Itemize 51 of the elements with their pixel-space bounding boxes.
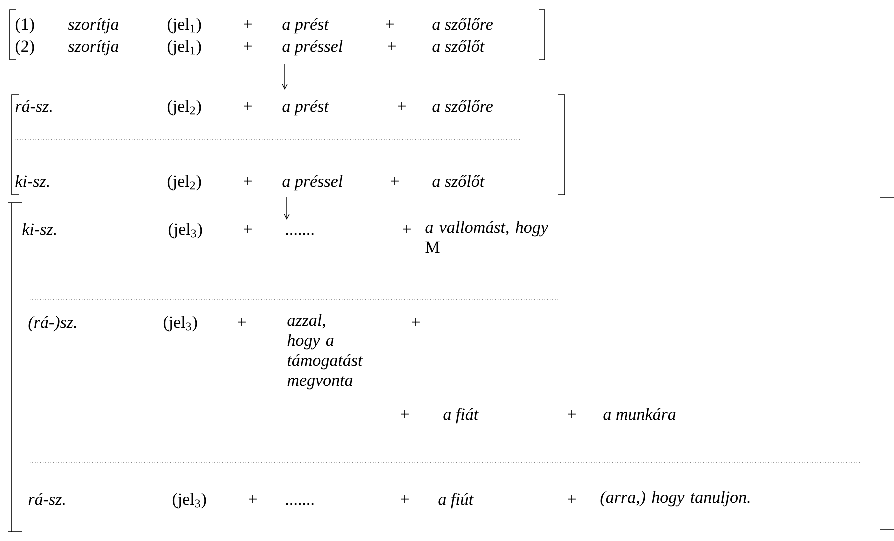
word: a préssel	[282, 40, 343, 56]
symbol: (jel$_{3}$)	[172, 493, 206, 509]
word: ki-sz.	[22, 223, 56, 236]
arrow	[284, 197, 290, 220]
symbol: (jel$_{1}$)	[168, 40, 202, 56]
word: szorítja	[68, 40, 119, 56]
number: (1)	[16, 18, 34, 34]
plus-sign: +	[238, 318, 246, 326]
symbol: (jel$_{3}$)	[168, 223, 202, 239]
word: a szőlőt	[432, 175, 485, 188]
symbol: (jel$_{2}$)	[168, 175, 202, 191]
symbol: (jel$_{3}$)	[164, 316, 198, 332]
word: (rá-)sz.	[28, 316, 76, 332]
plus-sign: +	[249, 495, 257, 504]
word: szorítja	[68, 18, 119, 34]
plus-sign: +	[388, 42, 396, 50]
plus-sign: +	[401, 410, 409, 418]
plus-sign: +	[412, 318, 420, 326]
plus-sign: +	[398, 102, 406, 110]
plus-sign: +	[244, 20, 252, 28]
word: rá-sz.	[16, 100, 52, 112]
symbol: (jel$_{2}$)	[168, 100, 202, 116]
word: rá-sz.	[28, 493, 65, 506]
word: a munkára	[604, 408, 676, 420]
phrase: (arra,) hogy tanuljon.	[600, 491, 750, 507]
symbol: (jel$_{1}$)	[168, 18, 202, 34]
word: a szőlőre	[432, 100, 494, 112]
phrase: a vallomást, hogy M	[426, 221, 548, 254]
word: a fiát	[444, 408, 479, 424]
plus-sign: +	[391, 177, 399, 186]
word: ki-sz.	[16, 175, 50, 188]
word: a szőlőre	[432, 18, 494, 30]
plus-sign: +	[244, 177, 252, 186]
word: a prést	[282, 18, 330, 34]
phrase: azzal, hogy a támogatást megvonta	[288, 314, 364, 390]
number: (2)	[16, 40, 34, 56]
plus-sign: +	[386, 20, 394, 28]
plus-sign: +	[244, 42, 252, 50]
plus-sign: +	[244, 225, 252, 234]
plus-sign: +	[401, 495, 409, 504]
placeholder-dots: .......	[286, 503, 314, 506]
word: a préssel	[282, 175, 343, 191]
word: a prést	[282, 100, 330, 116]
plus-sign: +	[568, 495, 576, 504]
word: a szőlőt	[432, 40, 485, 52]
arrow	[282, 64, 288, 90]
plus-sign: +	[568, 410, 576, 418]
plus-sign: +	[403, 225, 411, 234]
word: a fiút	[438, 493, 474, 509]
placeholder-dots: .......	[286, 233, 314, 236]
plus-sign: +	[244, 102, 252, 110]
